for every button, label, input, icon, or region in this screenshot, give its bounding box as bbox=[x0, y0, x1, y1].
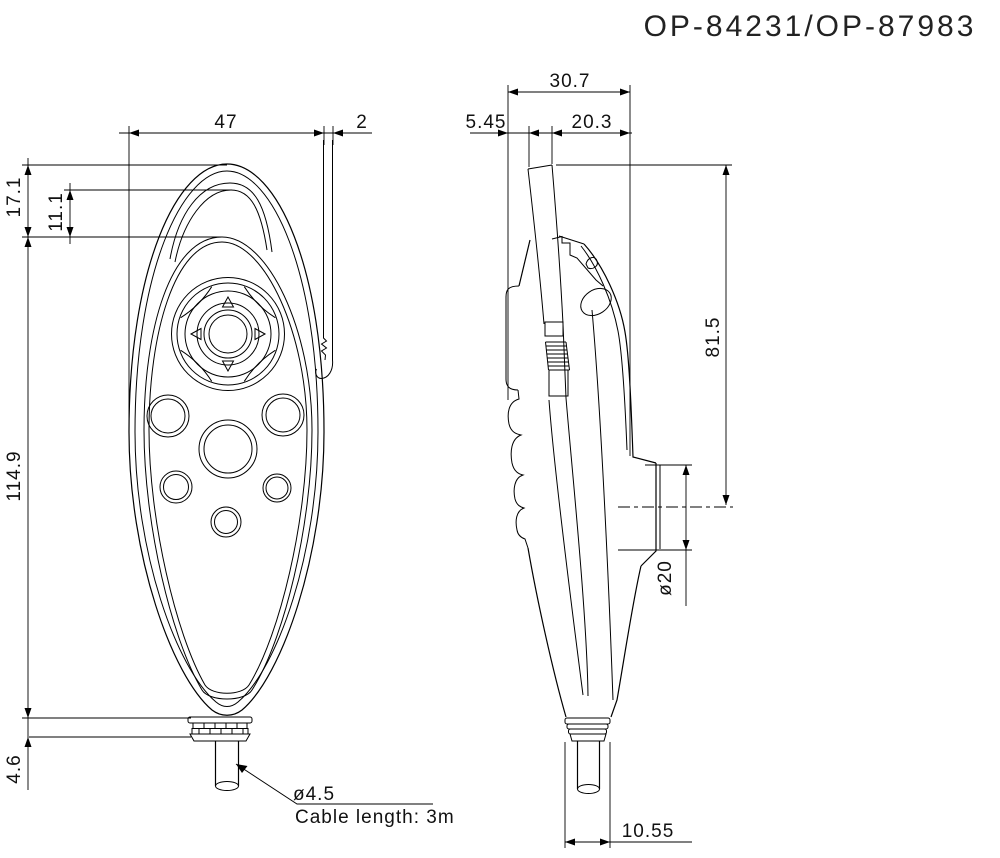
dim-side-front-offset-label: 5.45 bbox=[466, 112, 507, 133]
front-dimensions: 47 2 17.1 11.1 114.9 4.6 ø4.5 Cable leng… bbox=[4, 112, 455, 828]
side-clip bbox=[527, 164, 589, 697]
cable-diameter-label: ø4.5 bbox=[293, 784, 335, 805]
dim-front-hood-inner-label: 11.1 bbox=[46, 192, 67, 232]
side-view bbox=[505, 164, 661, 794]
dpad-left-arrow-icon bbox=[189, 327, 202, 341]
side-button-bumps bbox=[507, 389, 529, 549]
dim-front-width-label: 47 bbox=[214, 112, 237, 133]
dpad-down-arrow-icon bbox=[221, 360, 235, 373]
side-dpad-flange bbox=[505, 285, 520, 391]
drawing-title: OP-84231/OP-87983 bbox=[644, 10, 977, 43]
dpad bbox=[171, 277, 285, 391]
dim-front-hood-label: 17.1 bbox=[4, 177, 25, 218]
side-boss bbox=[640, 463, 661, 567]
dim-side-depth-label: 30.7 bbox=[550, 71, 591, 92]
side-ferrule bbox=[564, 717, 611, 742]
dim-side-height-label: 81.5 bbox=[703, 317, 724, 358]
dim-side-ferrule-width-label: 10.55 bbox=[622, 821, 675, 842]
dpad-center-button bbox=[203, 309, 253, 359]
dim-side-upper-depth-label: 20.3 bbox=[572, 112, 613, 133]
front-buttons bbox=[146, 393, 305, 538]
side-dimensions: 30.7 5.45 20.3 81.5 ø20 10.55 bbox=[466, 71, 733, 848]
front-clip-edge bbox=[315, 140, 334, 380]
side-cable bbox=[576, 741, 601, 794]
front-view bbox=[128, 140, 334, 791]
dpad-up-arrow-icon bbox=[221, 295, 235, 308]
dim-front-height-label: 114.9 bbox=[4, 450, 25, 501]
dim-front-ferrule-label: 4.6 bbox=[4, 754, 25, 783]
front-ferrule bbox=[187, 716, 253, 742]
dim-boss-diameter-label: ø20 bbox=[655, 560, 676, 596]
cable-length-label: Cable length: 3m bbox=[295, 807, 455, 828]
side-hole-ellipse bbox=[580, 287, 612, 317]
front-cable bbox=[214, 741, 240, 791]
dim-front-clip-offset-label: 2 bbox=[356, 112, 368, 133]
dpad-right-arrow-icon bbox=[254, 327, 267, 341]
